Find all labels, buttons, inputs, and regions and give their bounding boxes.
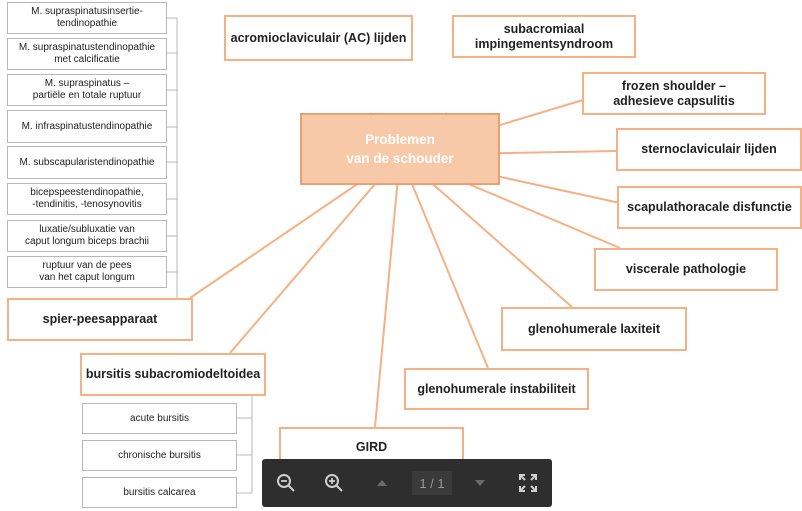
next-page-button[interactable] (460, 459, 500, 507)
node-gird-label: GIRD (355, 439, 388, 454)
previous-page-button[interactable] (362, 459, 402, 507)
leaf-luxatie[interactable]: luxatie/subluxatie van caput longum bice… (7, 220, 167, 252)
node-glenohumerale-laxiteit[interactable]: glenohumerale laxiteit (501, 307, 687, 351)
zoom-out-icon (277, 474, 295, 492)
node-ac-lijden[interactable]: acromioclaviculair (AC) lijden (224, 15, 413, 61)
node-sternoclaviculair[interactable]: sternoclaviculair lijden (616, 128, 802, 171)
node-subacromiaal[interactable]: subacromiaal impingementsyndroom (452, 15, 636, 58)
viewer-toolbar: 1 / 1 (262, 459, 552, 507)
node-spier-peesapparaat-label: spier-peesapparaat (42, 312, 158, 326)
leaf-line: M. supraspinatustendinopathie (18, 42, 156, 53)
node-spier-peesapparaat[interactable]: spier-peesapparaat (7, 298, 193, 341)
node-ac-lijden-label: acromioclaviculair (AC) lijden (230, 30, 407, 45)
node-glenohumerale-laxiteit-label: glenohumerale laxiteit (528, 321, 660, 336)
leaf-line: tendinopathie (56, 18, 118, 29)
leaf-line: partiële en totale ruptuur (32, 90, 142, 101)
node-frozen-shoulder-line2: adhesieve capsulitis (613, 93, 735, 108)
leaf-line: chronische bursitis (118, 449, 201, 461)
leaf-line: M. supraspinatusinsertie- (31, 6, 143, 17)
node-glenohumerale-instabiliteit[interactable]: glenohumerale instabiliteit (404, 368, 589, 410)
node-viscerale-pathologie[interactable]: viscerale pathologie (594, 248, 778, 291)
node-frozen-shoulder-line1: frozen shoulder – (621, 78, 727, 93)
node-bursitis[interactable]: bursitis subacromiodeltoidea (80, 353, 266, 396)
leaf-line: acute bursitis (130, 412, 189, 424)
leaf-line: -tendinitis, -tenosynovitis (32, 199, 142, 210)
node-scapulathoracale[interactable]: scapulathoracale disfunctie (617, 186, 802, 229)
central-topic-line1: Problemen (365, 132, 435, 147)
leaf-supraspinatus-calcificatie[interactable]: M. supraspinatustendinopathie met calcif… (7, 38, 167, 70)
leaf-bursitis-calcarea[interactable]: bursitis calcarea (82, 477, 237, 508)
leaf-line: M. subscapularistendinopathie (19, 156, 155, 168)
central-topic-line2: van de schouder (346, 151, 454, 166)
leaf-chronische-bursitis[interactable]: chronische bursitis (82, 440, 237, 471)
fullscreen-button[interactable] (508, 459, 548, 507)
node-subacromiaal-line1: subacromiaal (503, 21, 585, 36)
node-frozen-shoulder[interactable]: frozen shoulder – adhesieve capsulitis (582, 72, 766, 115)
leaf-line: luxatie/subluxatie van (39, 224, 135, 235)
node-sternoclaviculair-label: sternoclaviculair lijden (641, 142, 777, 156)
leaf-line: bursitis calcarea (123, 486, 196, 498)
node-bursitis-label: bursitis subacromiodeltoidea (85, 367, 261, 381)
leaf-line: met calcificatie (54, 54, 120, 65)
fullscreen-icon (519, 474, 537, 492)
leaf-line: M. infraspinatustendinopathie (21, 120, 153, 132)
arrow-down-icon (475, 480, 485, 486)
zoom-in-button[interactable] (314, 459, 354, 507)
leaf-acute-bursitis[interactable]: acute bursitis (82, 403, 237, 434)
leaf-infraspinatus[interactable]: M. infraspinatustendinopathie (7, 110, 167, 143)
zoom-in-icon (325, 474, 343, 492)
zoom-out-button[interactable] (266, 459, 306, 507)
leaf-bicepspees[interactable]: bicepspeestendinopathie, -tendinitis, -t… (7, 183, 167, 215)
leaf-line: van het caput longum (39, 272, 135, 283)
node-viscerale-pathologie-label: viscerale pathologie (625, 262, 747, 276)
leaf-line: caput longum biceps brachii (25, 236, 149, 247)
central-topic[interactable]: Problemen van de schouder (300, 113, 500, 185)
leaf-subscapularis[interactable]: M. subscapularistendinopathie (7, 146, 167, 179)
leaf-supraspinatus-insertie[interactable]: M. supraspinatusinsertie- tendinopathie (7, 2, 167, 34)
node-subacromiaal-line2: impingementsyndroom (474, 36, 614, 51)
node-scapulathoracale-label: scapulathoracale disfunctie (627, 200, 792, 214)
leaf-line: ruptuur van de pees (42, 260, 132, 271)
leaf-supraspinatus-ruptuur[interactable]: M. supraspinatus – partiële en totale ru… (7, 74, 167, 106)
leaf-line: M. supraspinatus – (44, 78, 130, 89)
leaf-line: bicepspeestendinopathie, (30, 187, 144, 198)
arrow-up-icon (377, 480, 387, 486)
node-glenohumerale-instabiliteit-label: glenohumerale instabiliteit (417, 381, 576, 396)
leaf-ruptuur-pees[interactable]: ruptuur van de pees van het caput longum (7, 256, 167, 288)
page-indicator: 1 / 1 (412, 471, 452, 495)
